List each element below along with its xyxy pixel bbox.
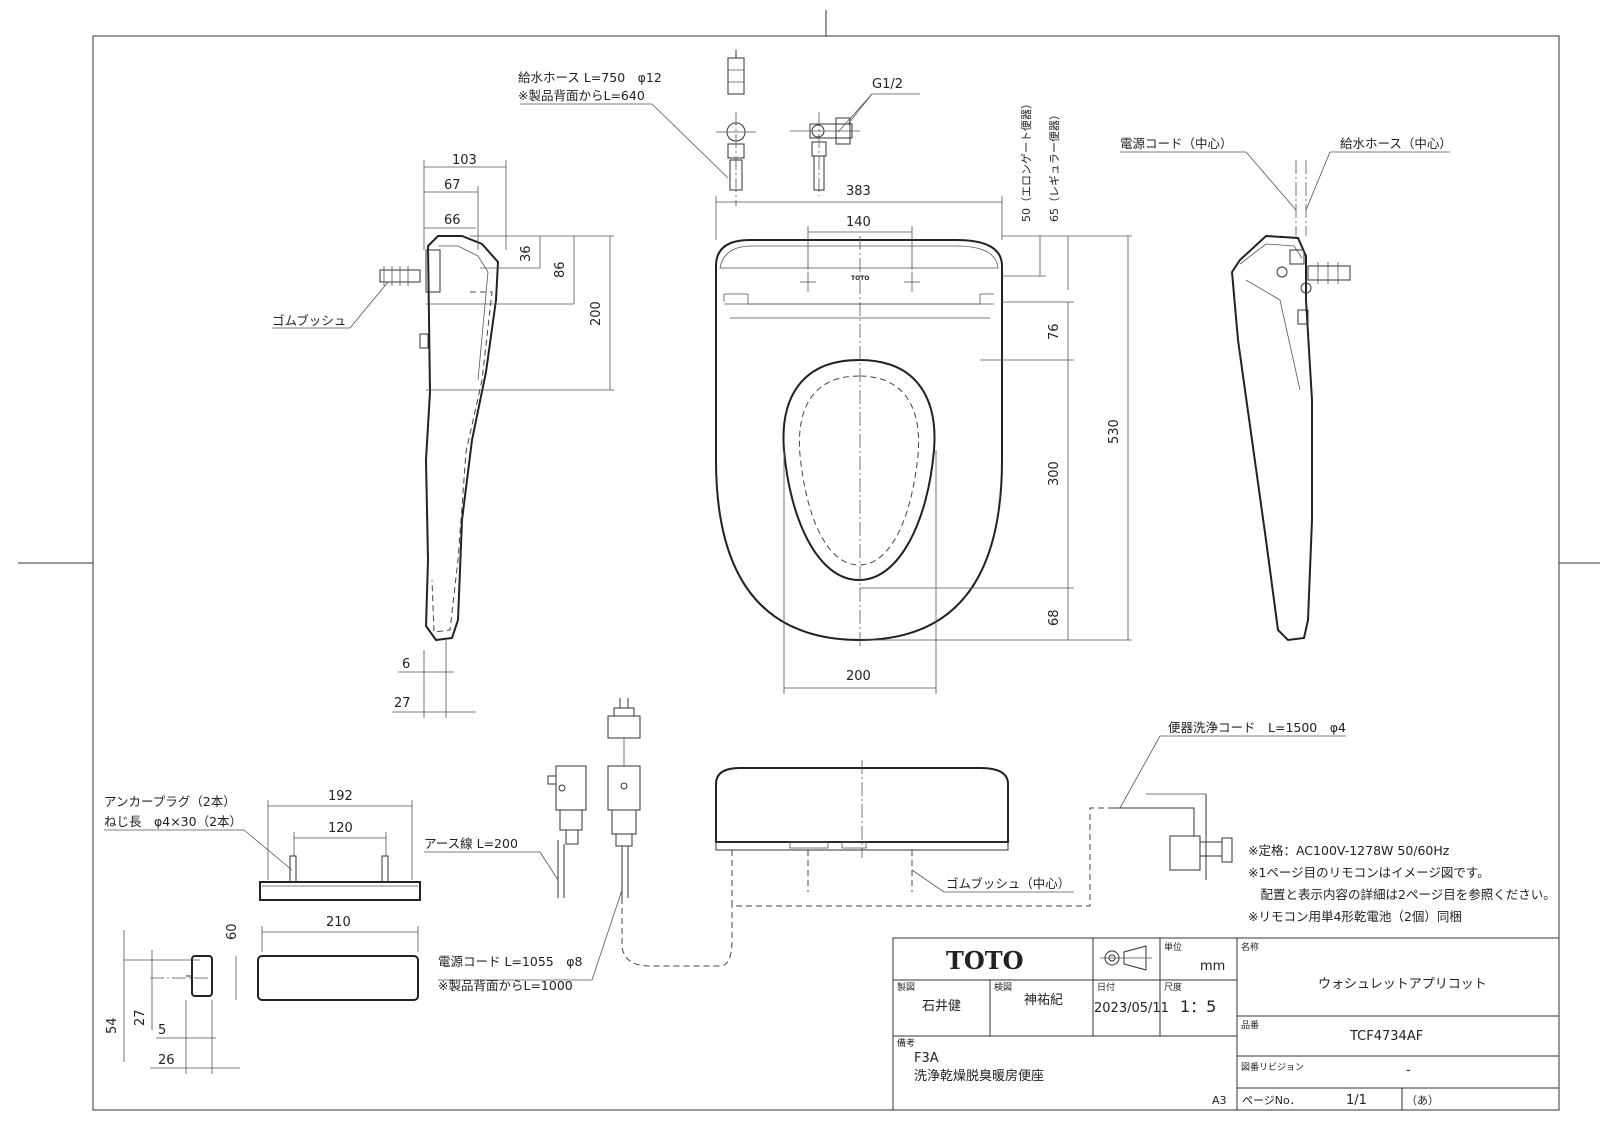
dim-60: 60 [225,923,240,940]
dim-67: 67 [444,178,461,193]
drawn-label: 製図 [897,981,915,993]
dim-530: 530 [1107,419,1122,444]
dim-86: 86 [553,261,568,278]
dim-27b: 27 [133,1009,148,1026]
label-hose-center: 給水ホース（中心） [1340,136,1452,151]
label-screw: ねじ長 φ4×30（2本） [104,814,242,829]
name-label: 名称 [1241,941,1259,953]
left-dimensions: 103 67 66 36 86 200 6 27 ゴムブッシュ [272,153,614,718]
remark-1: F3A [914,1051,939,1066]
scale-label: 尺度 [1164,981,1182,993]
dim-200-bottom: 200 [846,669,871,684]
label-flush-cord: 便器洗浄コード L=1500 φ4 [1168,720,1346,735]
remote-control-view: 210 60 54 27 5 26 [105,915,419,1074]
dim-6: 6 [402,657,410,672]
note-1: ※定格：AC100V-1278W 50/60Hz [1248,843,1450,858]
unit-value: mm [1200,959,1225,974]
dim-36: 36 [519,245,534,262]
dim-27: 27 [394,696,411,711]
label-power-cord-center: 電源コード（中心） [1120,136,1233,151]
label-anchor-plug: アンカープラグ（2本） [104,794,236,809]
dim-192: 192 [328,789,353,804]
dim-120: 120 [328,821,353,836]
dim-383: 383 [846,184,871,199]
label-power-note: ※製品背面からL=1000 [438,978,573,993]
model-number: TCF4734AF [1349,1029,1423,1044]
title-logo: TOTO [946,946,1024,975]
notes: ※定格：AC100V-1278W 50/60Hz ※1ページ目のリモコンはイメー… [1248,843,1556,924]
note-3: 配置と表示内容の詳細は2ページ目を参照ください。 [1248,887,1556,902]
dim-5: 5 [158,1023,166,1038]
drawing-frame [92,35,1560,1111]
bottom-view: 便器洗浄コード L=1500 φ4 ゴムブッシュ（中心） [715,720,1346,907]
remarks-label: 備考 [897,1037,915,1049]
date-label: 日付 [1097,982,1115,993]
note-4: ※リモコン用単4形乾電池（2個）同梱 [1248,909,1462,924]
label-g12: G1/2 [872,77,903,92]
dim-140: 140 [846,215,871,230]
right-side-view: 電源コード（中心） 給水ホース（中心） [1120,136,1452,642]
dim-54: 54 [105,1017,120,1034]
checked-label: 検図 [994,981,1012,993]
left-side-view [379,235,614,642]
date-value: 2023/05/11 [1094,1001,1169,1016]
sheet-size: A3 [1212,1094,1227,1107]
model-label: 品番 [1241,1019,1259,1031]
page-value: 1/1 [1346,1093,1367,1108]
top-dimensions: 383 140 50（エロンゲート便器） 65（レギュラー便器） 76 530 … [715,98,1132,694]
dim-300: 300 [1047,461,1062,486]
top-view: TOTO [715,236,1003,648]
dim-26: 26 [158,1053,175,1068]
dim-66: 66 [444,213,461,228]
dim-50: 50（エロンゲート便器） [1020,98,1033,222]
label-power-cord: 電源コード L=1055 φ8 [438,954,582,969]
dim-200-side: 200 [589,301,604,326]
dim-210: 210 [326,915,351,930]
label-hose-note: ※製品背面からL=640 [518,88,645,103]
dim-103: 103 [452,153,477,168]
valve-assembly: G1/2 給水ホース L=750 φ12 ※製品背面からL=640 [518,50,920,206]
revision-label: 図番リビジョン [1241,1061,1304,1073]
drawn-by: 石井健 [922,999,961,1014]
page-label: ページNo． [1242,1094,1301,1107]
dim-65: 65（レギュラー便器） [1048,109,1061,222]
power-plug: アース線 L=200 電源コード L=1055 φ8 ※製品背面からL=1000 [424,698,733,993]
scale-value: 1：5 [1180,997,1216,1016]
label-rubber-bush: ゴムブッシュ [272,313,346,328]
lid-logo: TOTO [851,275,869,282]
page-suffix: （あ） [1406,1094,1439,1107]
revision-value: - [1406,1063,1411,1078]
title-block: TOTO 単位 mm 名称 ウォシュレットアプリコット 製図 石井健 検図 神祐… [892,937,1560,1111]
label-earth: アース線 L=200 [424,836,518,851]
remark-2: 洗浄乾燥脱臭暖房便座 [914,1068,1044,1084]
note-2: ※1ページ目のリモコンはイメージ図です。 [1248,865,1490,880]
label-hose: 給水ホース L=750 φ12 [518,70,662,85]
dim-68: 68 [1047,609,1062,626]
checked-by: 神祐紀 [1024,993,1063,1008]
label-rubber-bush-center: ゴムブッシュ（中心） [946,876,1070,891]
anchor-plate-view: 192 120 アンカープラグ（2本） ねじ長 φ4×30（2本） [104,789,421,901]
projection-symbol-icon [1100,945,1152,971]
dim-76: 76 [1047,323,1062,340]
unit-label: 単位 [1164,941,1182,953]
product-name: ウォシュレットアプリコット [1318,977,1487,992]
